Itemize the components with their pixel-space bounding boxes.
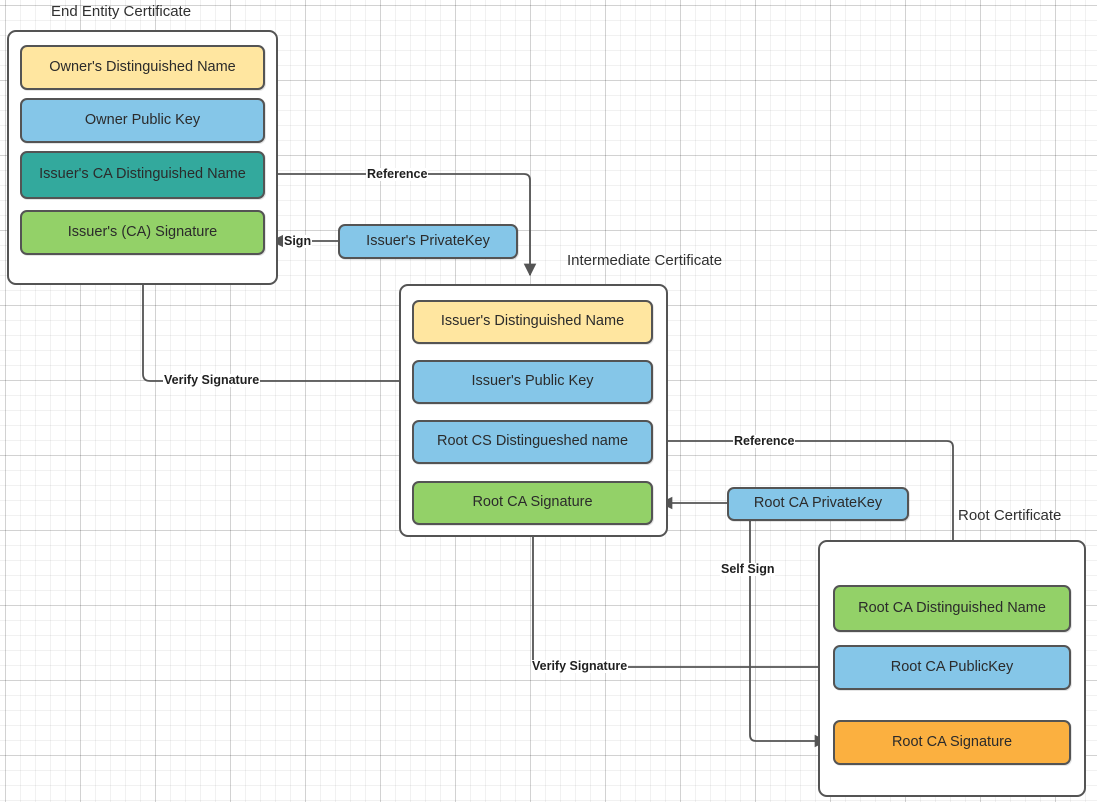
intermediate-root-ca-signature-label: Root CA Signature: [472, 494, 593, 511]
edge-verify-signature-bottom: [526, 523, 833, 668]
root-ca-distinguished-name-label: Root CA Distinguished Name: [858, 599, 1046, 616]
owner-public-key-label: Owner Public Key: [84, 111, 201, 128]
root-ca-signature-label: Root CA Signature: [891, 733, 1013, 750]
issuer-public-key-box[interactable]: Issuer's Public Key: [412, 360, 653, 404]
issuer-ca-signature-label: Issuer's (CA) Signature: [67, 223, 218, 240]
root-ca-public-key-box[interactable]: Root CA PublicKey: [833, 645, 1071, 690]
root-ca-public-key-label: Root CA PublicKey: [890, 658, 1014, 675]
edge-self-sign: [749, 521, 828, 748]
issuer-public-key-label: Issuer's Public Key: [471, 373, 594, 390]
issuers-privatekey-label: Issuer's PrivateKey: [366, 232, 490, 249]
issuer-ca-signature-box[interactable]: Issuer's (CA) Signature: [20, 210, 265, 255]
root-ca-signature-box[interactable]: Root CA Signature: [833, 720, 1071, 765]
edge-label-verify-signature-bottom: Verify Signature: [531, 659, 629, 673]
edge-label-reference-top: Reference: [366, 167, 429, 181]
issuer-ca-distinguished-name-box[interactable]: Issuer's CA Distinguished Name: [20, 151, 265, 199]
issuer-distinguished-name-label: Issuer's Distinguished Name: [440, 313, 625, 330]
issuer-distinguished-name-box[interactable]: Issuer's Distinguished Name: [412, 300, 653, 344]
root-cs-distingueshed-name-box[interactable]: Root CS Distingueshed name: [412, 420, 653, 464]
root-ca-privatekey-box[interactable]: Root CA PrivateKey: [727, 487, 909, 521]
edge-label-sign: Sign: [283, 234, 313, 248]
root-cs-distingueshed-name-label: Root CS Distingueshed name: [436, 433, 629, 450]
owner-public-key-box[interactable]: Owner Public Key: [20, 98, 265, 143]
root-ca-privatekey-label: Root CA PrivateKey: [753, 495, 883, 512]
edge-label-reference-bottom: Reference: [733, 434, 796, 448]
root-certificate-title: Root Certificate: [958, 507, 1062, 524]
edge-verify-signature-top: [136, 270, 412, 382]
end-entity-certificate-title: End Entity Certificate: [51, 3, 192, 20]
edge-label-self-sign: Self Sign: [720, 562, 776, 576]
root-ca-distinguished-name-box[interactable]: Root CA Distinguished Name: [833, 585, 1071, 632]
intermediate-root-ca-signature-box[interactable]: Root CA Signature: [412, 481, 653, 525]
owner-distinguished-name-box[interactable]: Owner's Distinguished Name: [20, 45, 265, 90]
owner-distinguished-name-label: Owner's Distinguished Name: [49, 58, 236, 75]
issuers-privatekey-box[interactable]: Issuer's PrivateKey: [338, 224, 518, 259]
intermediate-certificate-title: Intermediate Certificate: [567, 252, 723, 269]
issuer-ca-distinguished-name-label: Issuer's CA Distinguished Name: [39, 166, 246, 183]
edge-label-verify-signature-top: Verify Signature: [163, 373, 261, 387]
